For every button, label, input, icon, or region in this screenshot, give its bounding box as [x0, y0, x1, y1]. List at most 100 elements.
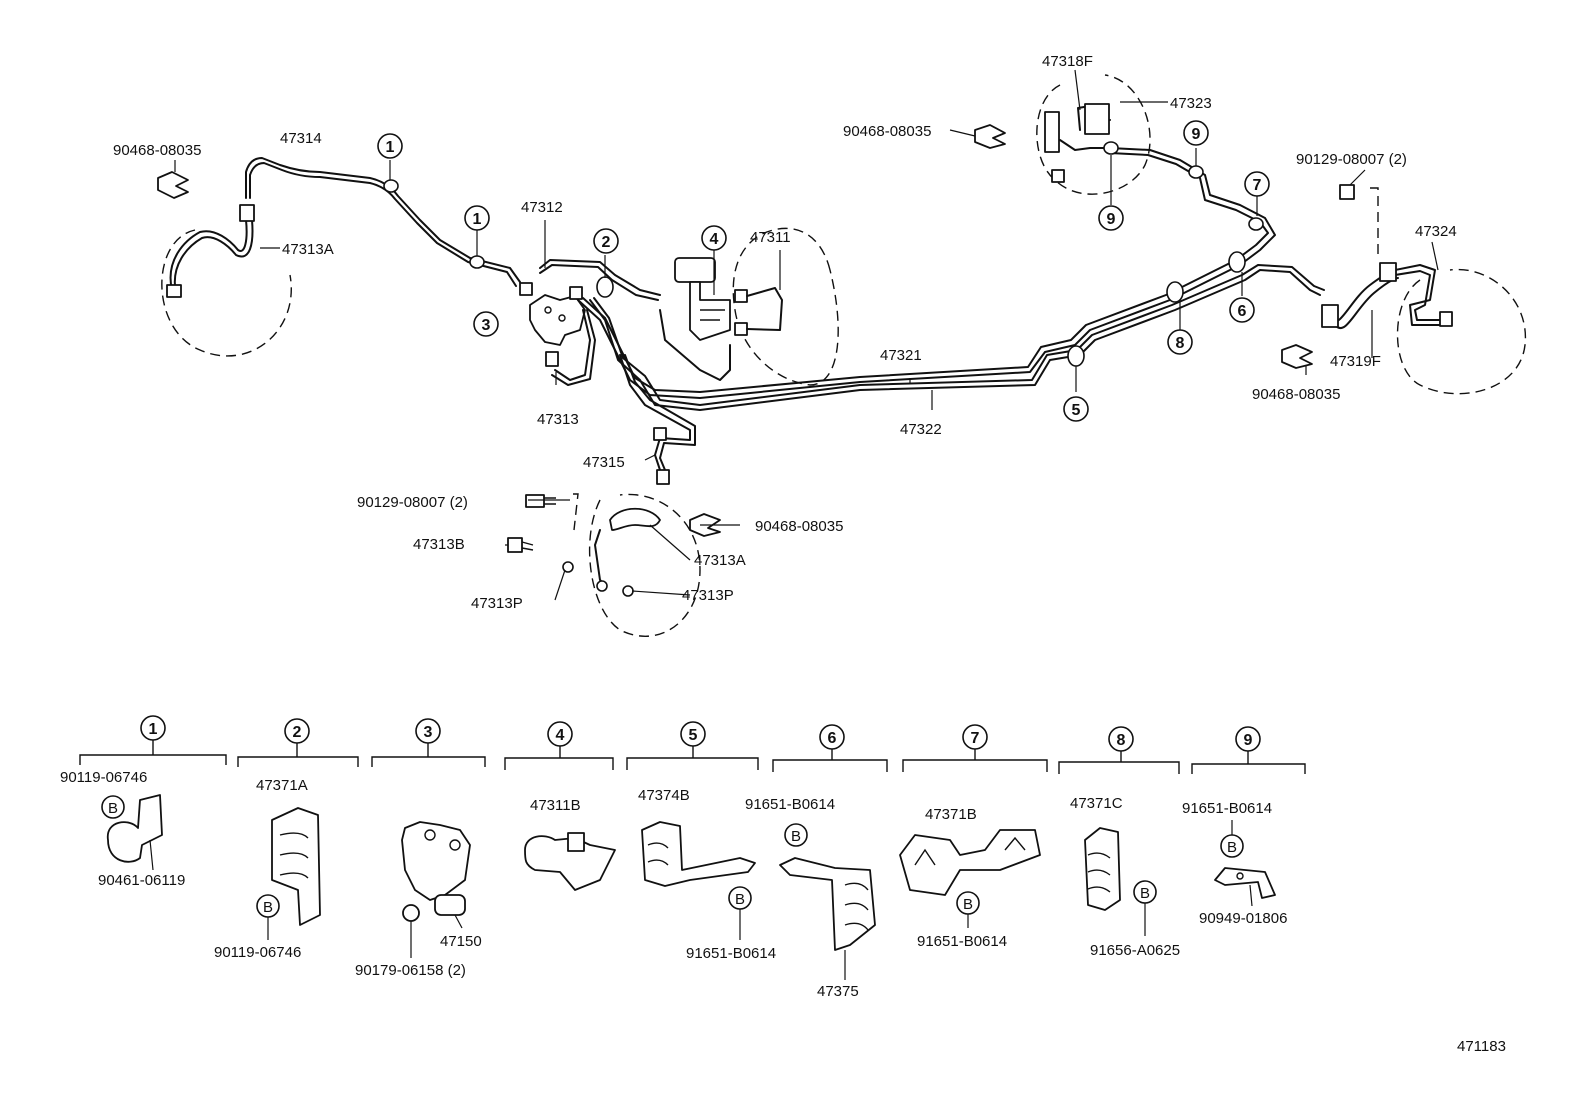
svg-text:2: 2: [293, 724, 302, 741]
svg-text:3: 3: [482, 317, 491, 334]
clamp-key-1: 1 90119-06746 B 90461-06119: [60, 715, 227, 889]
clamp-key-8: 8 47371C B 91656-A0625: [1058, 726, 1180, 959]
label-47313a: 47313A: [282, 241, 334, 258]
callout-1: 1: [377, 133, 403, 159]
label-91656-a0625: 91656-A0625: [1090, 942, 1180, 959]
callout-8: 8: [1167, 329, 1193, 355]
svg-text:5: 5: [1072, 402, 1081, 419]
clamp-key-7: 7 47371B B 91651-B0614: [899, 724, 1048, 950]
label-47371c: 47371C: [1070, 795, 1123, 812]
svg-text:9: 9: [1192, 126, 1201, 143]
rear-left-drum: [161, 204, 292, 357]
clip-icon: [1281, 344, 1313, 369]
proportioning-valve-icon: [519, 282, 586, 367]
rear-right-drum: [1321, 262, 1527, 395]
callout-1: 1: [464, 205, 490, 231]
label-47311b: 47311B: [530, 797, 581, 814]
svg-text:4: 4: [556, 727, 565, 744]
svg-text:3: 3: [424, 724, 433, 741]
svg-text:6: 6: [1238, 303, 1247, 320]
callout-4: 4: [701, 225, 727, 251]
bolt-marker: B: [263, 899, 273, 916]
label-47313b: 47313B: [413, 536, 465, 553]
svg-text:1: 1: [386, 139, 395, 156]
clip-icon: [157, 171, 189, 199]
svg-text:8: 8: [1176, 335, 1185, 352]
bolt-marker: B: [963, 896, 973, 913]
svg-text:4: 4: [710, 231, 719, 248]
label-90468-08035: 90468-08035: [113, 142, 201, 159]
label-47374b: 47374B: [638, 787, 690, 804]
label-90468-08035: 90468-08035: [755, 518, 843, 535]
label-90468-08035: 90468-08035: [843, 123, 931, 140]
clamp-key-4: 4 47311B: [504, 721, 616, 891]
bolt-icon: [1339, 184, 1379, 260]
label-47150: 47150: [440, 933, 482, 950]
label-47324: 47324: [1415, 223, 1457, 240]
master-cylinder-icon: [659, 227, 839, 386]
label-90461-06119: 90461-06119: [98, 872, 185, 889]
label-90179-06158: 90179-06158 (2): [355, 962, 466, 979]
label-47313p: 47313P: [682, 587, 734, 604]
bolt-icon: [525, 494, 556, 508]
rear-drum-lower: [562, 493, 701, 637]
label-90119-06746: 90119-06746: [214, 944, 301, 961]
callout-9: 9: [1183, 120, 1209, 146]
label-90468-08035: 90468-08035: [1252, 386, 1340, 403]
bolt-marker: B: [735, 891, 745, 908]
clamp-key-9: 9 91651-B0614 B 90949-01806: [1182, 726, 1306, 927]
bolt-marker: B: [1140, 885, 1150, 902]
svg-text:5: 5: [689, 727, 698, 744]
label-90129-08007: 90129-08007 (2): [357, 494, 468, 511]
label-47371a: 47371A: [256, 777, 308, 794]
label-90129-08007: 90129-08007 (2): [1296, 151, 1407, 168]
callout-5: 5: [1063, 396, 1089, 422]
bolt-marker: B: [1227, 839, 1237, 856]
svg-text:1: 1: [473, 211, 482, 228]
front-right-caliper-area: [1036, 74, 1151, 195]
label-47313: 47313: [537, 411, 579, 428]
svg-text:8: 8: [1117, 732, 1126, 749]
label-47313p: 47313P: [471, 595, 523, 612]
label-91651-b0614: 91651-B0614: [1182, 800, 1272, 817]
label-47318f: 47318F: [1042, 53, 1093, 70]
label-91651-b0614: 91651-B0614: [686, 945, 776, 962]
label-47319f: 47319F: [1330, 353, 1381, 370]
clamp-key-6: 6 91651-B0614 B 47375: [745, 724, 888, 1000]
clip-icon: [974, 124, 1006, 149]
label-47323: 47323: [1170, 95, 1212, 112]
callout-3: 3: [473, 311, 499, 337]
label-47375: 47375: [817, 983, 859, 1000]
clamp-key-2: 2 47371A B 90119-06746: [214, 718, 359, 961]
bolt-marker: B: [791, 828, 801, 845]
figure-id: 471183: [1457, 1038, 1506, 1055]
svg-text:7: 7: [971, 730, 980, 747]
callout-9: 9: [1098, 205, 1124, 231]
label-47314: 47314: [280, 130, 322, 147]
label-47371b: 47371B: [925, 806, 977, 823]
bleeder-plug-icon: [507, 537, 534, 553]
callout-2: 2: [593, 228, 619, 254]
svg-text:9: 9: [1107, 211, 1116, 228]
label-91651-b0614: 91651-B0614: [917, 933, 1007, 950]
svg-text:9: 9: [1244, 732, 1253, 749]
svg-text:6: 6: [828, 730, 837, 747]
label-47313a: 47313A: [694, 552, 746, 569]
label-47321: 47321: [880, 347, 922, 364]
label-47315: 47315: [583, 454, 625, 471]
svg-text:2: 2: [602, 234, 611, 251]
svg-text:7: 7: [1253, 177, 1262, 194]
svg-text:1: 1: [149, 721, 158, 738]
callout-7: 7: [1244, 171, 1270, 197]
label-90119-06746: 90119-06746: [60, 769, 147, 786]
bolt-marker: B: [108, 800, 118, 817]
callout-6: 6: [1229, 297, 1255, 323]
clamp-key-5: 5 47374B B 91651-B0614: [626, 721, 776, 962]
label-91651-b0614: 91651-B0614: [745, 796, 835, 813]
clamp-key-3: 3 47150 90179-06158 (2): [355, 718, 486, 979]
label-47312: 47312: [521, 199, 563, 216]
label-90949-01806: 90949-01806: [1199, 910, 1287, 927]
label-47322: 47322: [900, 421, 942, 438]
label-47311: 47311: [750, 229, 791, 246]
